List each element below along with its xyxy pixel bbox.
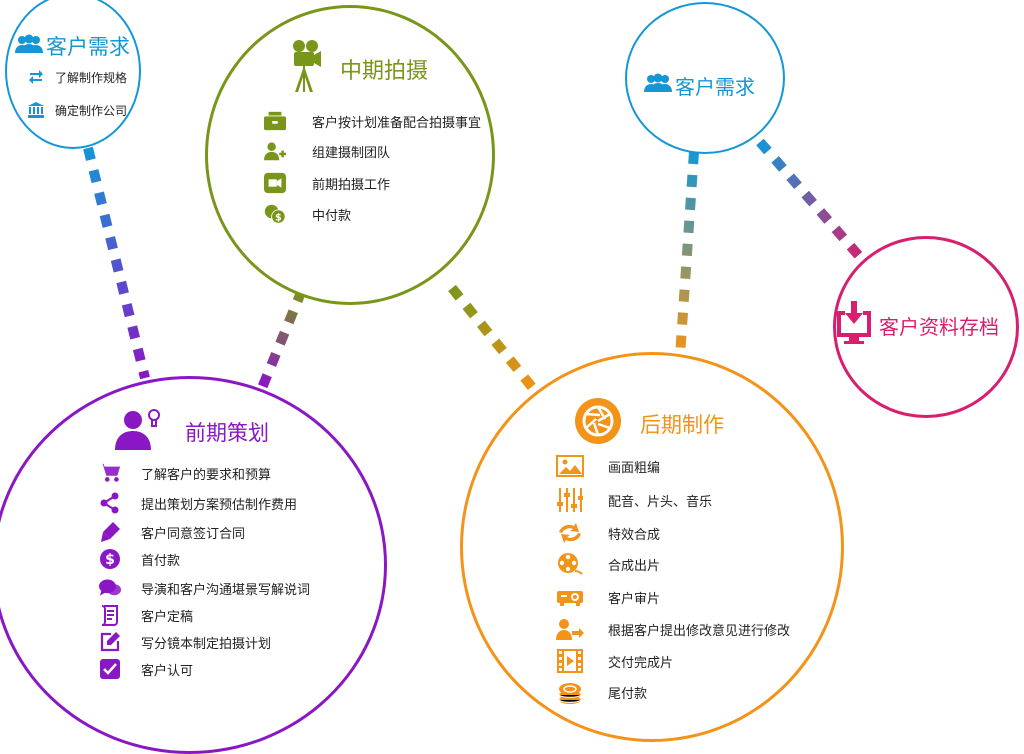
node-post-production-title-row: 后期制作 (574, 397, 724, 450)
node-mid-shoot (205, 5, 495, 305)
list-item: 写分镜本制定拍摄计划 (99, 631, 271, 653)
list-item: 前期拍摄工作 (264, 172, 390, 194)
list-item: 客户认可 (99, 658, 193, 680)
list-item: 了解制作规格 (25, 66, 127, 88)
node-archive-title-row: 客户资料存档 (837, 301, 999, 350)
edit-icon (99, 631, 121, 653)
dollar-icon: $ (99, 548, 121, 570)
list-item: 确定制作公司 (25, 99, 127, 121)
node-title: 客户需求 (46, 35, 130, 59)
coin-stack-icon (556, 681, 584, 704)
node-title: 客户需求 (675, 75, 755, 99)
list-item: 组建摄制团队 (264, 140, 390, 162)
connector-demand-to-archive (756, 138, 870, 268)
add-user-icon (264, 140, 286, 162)
list-item: 尾付款 (556, 681, 647, 704)
download-monitor-icon (837, 301, 871, 350)
share-icon (99, 492, 121, 514)
coins-icon: $ (264, 203, 286, 225)
exchange-icon (25, 66, 47, 88)
list-item: 了解客户的要求和预算 (99, 462, 271, 484)
scroll-icon (99, 604, 121, 626)
node-pre-planning (0, 376, 387, 754)
video-camera-icon (264, 172, 286, 194)
list-item: 客户审片 (556, 586, 660, 608)
list-item: 客户同意签订合同 (99, 521, 245, 543)
node-title: 后期制作 (640, 412, 724, 437)
svg-text:$: $ (105, 552, 115, 568)
node-customer-demand-right-title-row: 客户需求 (643, 71, 755, 100)
node-title: 客户资料存档 (879, 315, 999, 339)
projector-icon (556, 586, 584, 608)
image-icon (556, 455, 584, 477)
list-item: 交付完成片 (556, 649, 673, 673)
list-item: 提出策划方案预估制作费用 (99, 492, 297, 514)
movie-camera-icon (290, 39, 322, 99)
user-arrow-icon (556, 618, 584, 640)
list-item: 客户按计划准备配合拍摄事宜 (264, 110, 481, 132)
list-item: 画面粗编 (556, 455, 660, 477)
node-customer-demand-left (5, 0, 141, 149)
list-item: 客户定稿 (99, 604, 193, 626)
node-archive (833, 236, 1019, 418)
chat-icon (99, 577, 121, 599)
film-strip-icon (556, 649, 584, 673)
svg-text:$: $ (275, 212, 281, 223)
connector-shoot-to-plan (257, 288, 307, 390)
node-customer-demand-left-title-row: 客户需求 (14, 31, 130, 61)
bank-icon (25, 99, 47, 121)
connector-demand-to-post (675, 151, 699, 357)
node-title: 中期拍摄 (340, 59, 429, 84)
film-reel-icon (556, 553, 584, 575)
checkbox-icon (99, 658, 121, 680)
toolbox-icon (264, 110, 286, 132)
pen-icon (99, 521, 121, 543)
effects-icon (556, 522, 584, 544)
node-mid-shoot-title-row: 中期拍摄 (290, 39, 428, 99)
list-item: 特效合成 (556, 522, 660, 544)
list-item: 合成出片 (556, 553, 660, 575)
list-item: 配音、片头、音乐 (556, 488, 712, 512)
node-pre-planning-title-row: 前期策划 (115, 408, 269, 455)
users-icon (14, 34, 44, 59)
connector-shoot-to-post (448, 284, 540, 396)
mixer-icon (556, 488, 584, 512)
connector-demand-to-plan (83, 146, 150, 380)
list-item: 导演和客户沟通堪景写解说词 (99, 577, 310, 599)
cart-icon (99, 462, 121, 484)
users-icon (643, 73, 673, 98)
list-item: $ 首付款 (99, 548, 180, 570)
node-post-production (460, 352, 844, 742)
person-idea-icon (115, 408, 161, 455)
list-item: $ 中付款 (264, 203, 351, 225)
node-title: 前期策划 (185, 420, 269, 445)
list-item: 根据客户提出修改意见进行修改 (556, 618, 790, 640)
aperture-icon (574, 397, 622, 450)
